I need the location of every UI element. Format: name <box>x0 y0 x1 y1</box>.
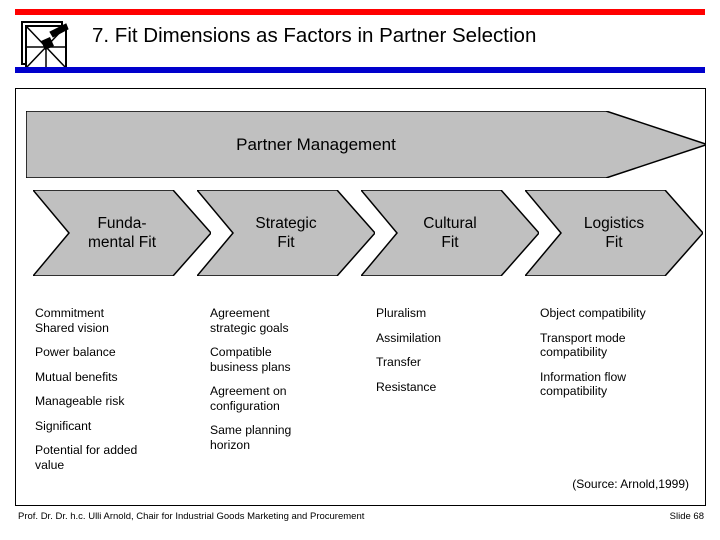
list-item: Information flow compatibility <box>540 369 627 399</box>
list-item: Transfer <box>376 355 421 369</box>
slide-content-frame: Partner Management Funda- mental Fit Str… <box>15 88 706 506</box>
source-note: (Source: Arnold,1999) <box>572 477 689 491</box>
partner-management-banner <box>26 111 705 178</box>
geometry-pen-logo-icon <box>19 19 69 69</box>
factor-column-cultural-fit: Pluralism Assimilation Transfer Resistan… <box>376 306 526 404</box>
list-item: Same planning horizon <box>210 423 292 452</box>
list-item: Pluralism <box>376 306 427 320</box>
chevron-fundamental-fit[interactable] <box>33 190 211 276</box>
factor-column-logistics-fit: Object compatibility Transport mode comp… <box>540 306 705 409</box>
list-item: Mutual benefits <box>35 369 118 384</box>
list-item: Agreement strategic goals <box>210 306 289 335</box>
list-item: Compatible business plans <box>210 345 291 374</box>
list-item: Significant <box>35 418 92 433</box>
list-item: Object compatibility <box>540 306 646 320</box>
list-item: Commitment Shared vision <box>35 306 109 335</box>
page-title: 7. Fit Dimensions as Factors in Partner … <box>92 24 537 47</box>
chevron-logistics-fit[interactable] <box>525 190 703 276</box>
list-item: Manageable risk <box>35 394 125 408</box>
chevron-strategic-fit[interactable] <box>197 190 375 276</box>
list-item: Potential for added value <box>35 443 138 472</box>
list-item: Agreement on configuration <box>210 384 287 413</box>
list-item: Transport mode compatibility <box>540 330 626 360</box>
chevron-cultural-fit[interactable] <box>361 190 539 276</box>
factor-column-fundamental-fit: Commitment Shared vision Power balance M… <box>35 306 195 482</box>
list-item: Resistance <box>376 379 437 394</box>
header-rule-top <box>15 9 705 15</box>
footer-slide-number: Slide 68 <box>669 511 704 522</box>
header-rule-bottom <box>15 67 705 73</box>
factor-column-strategic-fit: Agreement strategic goals Compatible bus… <box>210 306 360 462</box>
footer-author: Prof. Dr. Dr. h.c. Ulli Arnold, Chair fo… <box>18 511 365 522</box>
list-item: Power balance <box>35 345 116 359</box>
list-item: Assimilation <box>376 330 442 345</box>
